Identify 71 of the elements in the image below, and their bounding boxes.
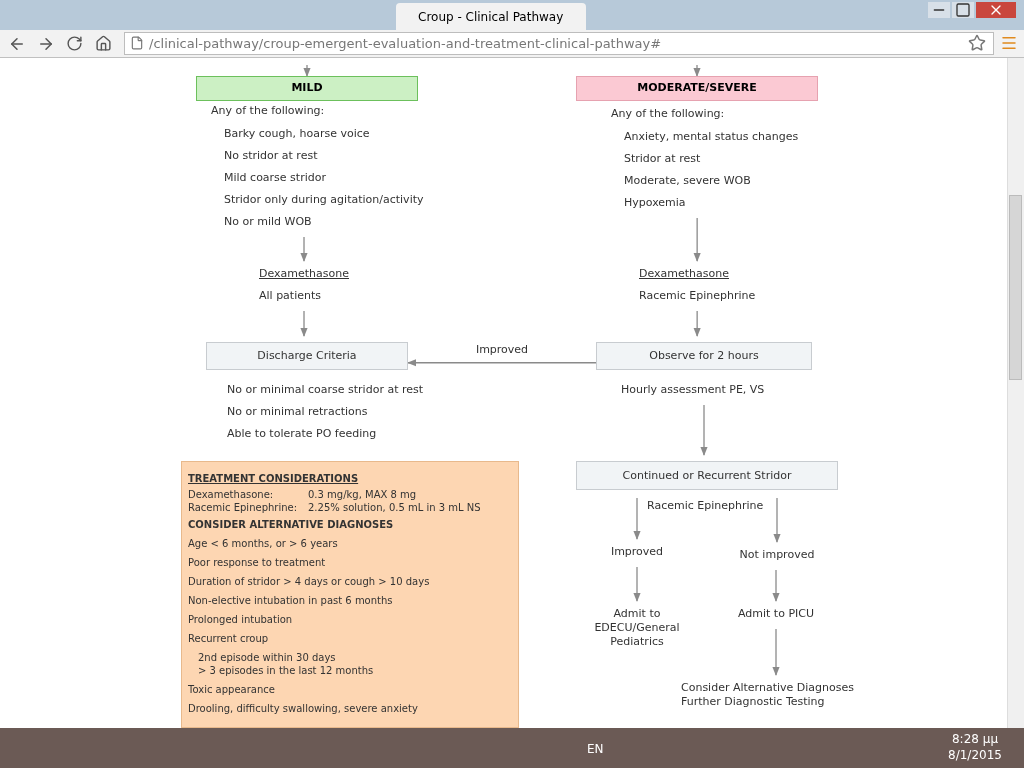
criteria-item: Stridor at rest xyxy=(624,152,702,166)
next-step-line: Consider Alternative Diagnoses xyxy=(681,681,854,695)
diagnosis-item: Prolonged intubation xyxy=(188,613,294,626)
considerations-panel xyxy=(181,461,519,728)
criteria-item: Stridor only during agitation/activity xyxy=(224,193,424,207)
process-box xyxy=(596,342,812,370)
diagnosis-item: Duration of stridor > 4 days or cough > 10 days xyxy=(188,575,431,588)
language-indicator: EN xyxy=(587,741,604,758)
diagnosis-item: Non-elective intubation in past 6 months xyxy=(188,594,394,607)
severity-header-box xyxy=(576,76,818,101)
arrow xyxy=(693,64,701,77)
arrow xyxy=(633,497,641,540)
diagnosis-item: Recurrent croup xyxy=(188,632,270,645)
outcome-label: Admit to EDECU/General Pediatrics xyxy=(594,607,680,649)
outcome-label: Improved xyxy=(610,545,664,559)
node-note: No or minimal retractions xyxy=(227,405,368,419)
arrow xyxy=(772,628,780,676)
severity-header-box xyxy=(196,76,418,101)
node-note: Hourly assessment PE, VS xyxy=(621,383,765,397)
dose-cell-text: Racemic Epinephrine: xyxy=(188,501,299,514)
criteria-item: Mild coarse stridor xyxy=(224,171,327,185)
medication-link: Dexamethasone xyxy=(259,267,349,281)
browser-tab: Croup - Clinical Pathway xyxy=(396,3,586,30)
criteria-item: No stridor at rest xyxy=(224,149,319,163)
arrow xyxy=(633,566,641,602)
dose-cell-text: 2.25% solution, 0.5 mL in 3 mL NS xyxy=(308,501,482,514)
criteria-item: No or mild WOB xyxy=(224,215,313,229)
arrow xyxy=(772,569,780,602)
outcome-label: Not improved xyxy=(739,548,815,562)
medication-link: Dexamethasone xyxy=(639,267,730,281)
arrow xyxy=(700,404,708,456)
arrow xyxy=(693,310,701,337)
node-note: Able to tolerate PO feeding xyxy=(227,427,377,441)
next-step-line: Further Diagnostic Testing xyxy=(681,695,825,709)
panel-heading-link: TREATMENT CONSIDERATIONS xyxy=(188,472,360,485)
arrow xyxy=(300,236,308,262)
arrow xyxy=(773,497,781,543)
clock-date: 8/1/2015 xyxy=(948,747,1002,763)
process-box xyxy=(576,461,838,490)
outcome-label: Admit to PICU xyxy=(737,607,814,621)
list-intro: Any of the following: xyxy=(611,107,726,121)
criteria-item: Barky cough, hoarse voice xyxy=(224,127,371,141)
sub-item: > 3 episodes in the last 12 months xyxy=(198,664,375,677)
arrow xyxy=(300,310,308,337)
arrow xyxy=(303,64,311,77)
node-note: No or minimal coarse stridor at rest xyxy=(227,383,424,397)
criteria-item: Hypoxemia xyxy=(624,196,687,210)
list-intro: Any of the following: xyxy=(211,104,326,118)
panel-subheading: CONSIDER ALTERNATIVE DIAGNOSES xyxy=(188,518,395,531)
dose-cell-text: 0.3 mg/kg, MAX 8 mg xyxy=(308,488,418,501)
dose-cell-text: Dexamethasone: xyxy=(188,488,275,501)
diagnosis-item: Age < 6 months, or > 6 years xyxy=(188,537,339,550)
diagnosis-item: Drooling, difficulty swallowing, severe anxiety xyxy=(188,702,419,715)
sub-item: 2nd episode within 30 days xyxy=(198,651,337,664)
severity-heading: MILD xyxy=(291,80,323,97)
process-label: Discharge Criteria xyxy=(257,349,357,363)
clock-time: 8:28 μμ xyxy=(952,731,998,747)
medication-note: Racemic Epinephrine xyxy=(639,289,756,303)
medication-note: All patients xyxy=(259,289,322,303)
arrow xyxy=(693,217,701,262)
node-note: Racemic Epinephrine xyxy=(647,499,764,513)
process-label: Observe for 2 hours xyxy=(649,349,759,363)
process-box xyxy=(206,342,408,370)
process-label: Continued or Recurrent Stridor xyxy=(622,468,792,483)
address-field: /clinical-pathway/croup-emergent-evaluation-and-treatment-clinical-pathway# xyxy=(124,32,994,55)
severity-heading: MODERATE/SEVERE xyxy=(637,80,757,97)
criteria-item: Moderate, severe WOB xyxy=(624,174,752,188)
diagnosis-item: Toxic appearance xyxy=(188,683,276,696)
diagnosis-item: Poor response to treatment xyxy=(188,556,327,569)
criteria-item: Anxiety, mental status changes xyxy=(624,130,799,144)
arrow xyxy=(407,359,597,367)
